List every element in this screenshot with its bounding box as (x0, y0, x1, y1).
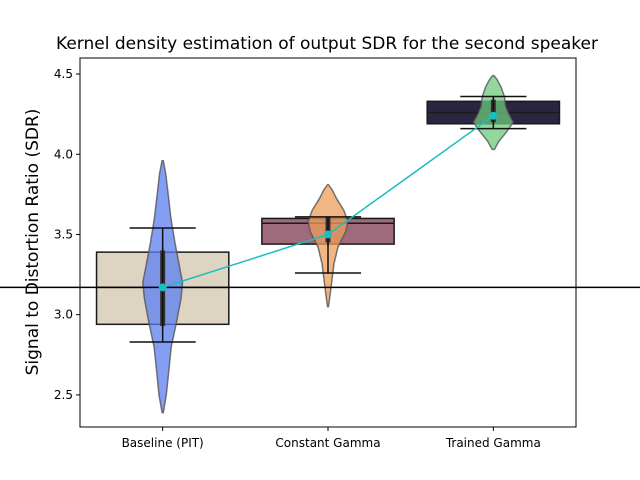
mean-point-1 (324, 230, 332, 239)
y-axis-label: Signal to Distortion Ratio (SDR) (23, 109, 43, 376)
x-tick-label-2: Trained Gamma (445, 436, 541, 450)
plot-area (0, 57, 640, 428)
x-axis: Baseline (PIT) Constant Gamma Trained Gamm… (122, 427, 541, 450)
chart-title: Kernel density estimation of output SDR … (56, 34, 598, 54)
x-tick-label-1: Constant Gamma (275, 436, 380, 450)
y-tick-label-2: 3.5 (54, 227, 73, 241)
y-axis: 2.5 3.0 3.5 4.0 4.5 (54, 67, 80, 402)
y-tick-label-4: 4.5 (54, 67, 73, 81)
x-tick-label-0: Baseline (PIT) (122, 436, 204, 450)
y-tick-label-1: 3.0 (54, 308, 73, 322)
mean-point-0 (158, 283, 167, 292)
mean-point-2 (489, 111, 498, 120)
y-tick-label-3: 4.0 (54, 147, 73, 161)
y-tick-label-0: 2.5 (54, 388, 73, 402)
